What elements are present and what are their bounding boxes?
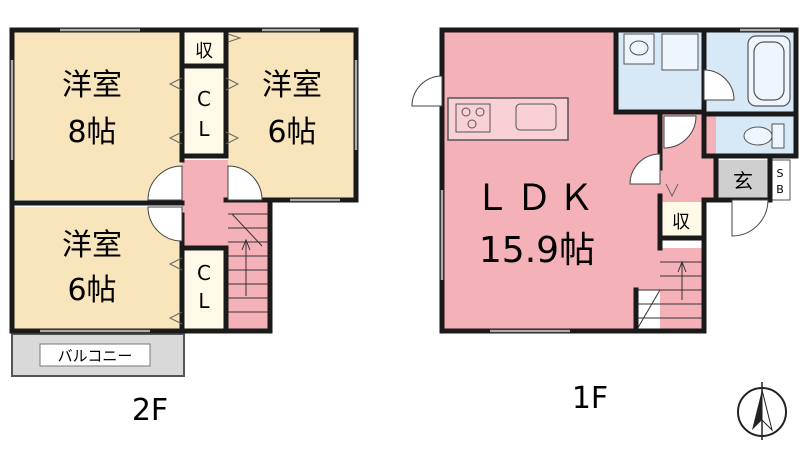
closet-bottom-c: C	[197, 261, 211, 285]
shoe-box-b: B	[776, 183, 784, 196]
floor-1f-caption: 1F	[572, 381, 608, 416]
door-swing-icon	[411, 69, 769, 237]
entrance-label: 玄	[733, 169, 753, 193]
bedroom-6-right-size: 6帖	[267, 115, 316, 150]
shoe-box-s: S	[777, 167, 784, 180]
stair-icon	[635, 260, 704, 332]
bedroom-6-bottom	[12, 207, 182, 331]
bedroom-8	[12, 30, 182, 200]
storage-1f	[660, 202, 702, 238]
storage-1f-label: 収	[672, 212, 690, 233]
bedroom-8-name: 洋室	[62, 68, 122, 103]
storage-2f	[182, 30, 226, 66]
windows-2f	[10, 28, 358, 333]
bedroom-6-right-name: 洋室	[262, 68, 322, 103]
floor-1f: ＬＤＫ 15.9帖 玄 S B 収 1F	[411, 27, 799, 416]
closet-top-c: C	[197, 87, 211, 111]
toilet-icon	[743, 123, 785, 149]
bedroom-6-bottom-name: 洋室	[62, 228, 122, 263]
balcony-label-box	[39, 343, 151, 367]
stove-icon	[455, 103, 491, 133]
closet-bottom	[182, 248, 226, 331]
kitchen-counter	[447, 97, 569, 141]
washbasin-icon	[623, 33, 699, 71]
ldk-name: ＬＤＫ	[474, 178, 600, 219]
stair-2f	[228, 200, 270, 331]
ldk-size: 15.9帖	[479, 230, 595, 271]
door-swing-icon	[147, 165, 263, 242]
floor-2f: バルコニー	[9, 27, 359, 428]
windows-1f	[440, 28, 780, 333]
bathtub-icon	[747, 35, 791, 107]
entrance	[716, 160, 770, 200]
balcony-label: バルコニー	[58, 347, 133, 365]
closet-top-l: L	[198, 117, 210, 141]
storage-2f-label: 収	[195, 41, 213, 62]
north-arrow-icon	[737, 382, 787, 440]
closet-bottom-l: L	[198, 289, 210, 313]
bedroom-6-bottom-size: 6帖	[67, 273, 116, 308]
bedroom-8-size: 8帖	[67, 115, 116, 150]
bedroom-6-right	[228, 30, 356, 200]
hall-2f	[182, 160, 228, 248]
stair-icon	[228, 213, 270, 313]
sink-icon	[515, 103, 557, 131]
floor-2f-caption: 2F	[132, 393, 168, 428]
closet-top	[182, 66, 226, 156]
